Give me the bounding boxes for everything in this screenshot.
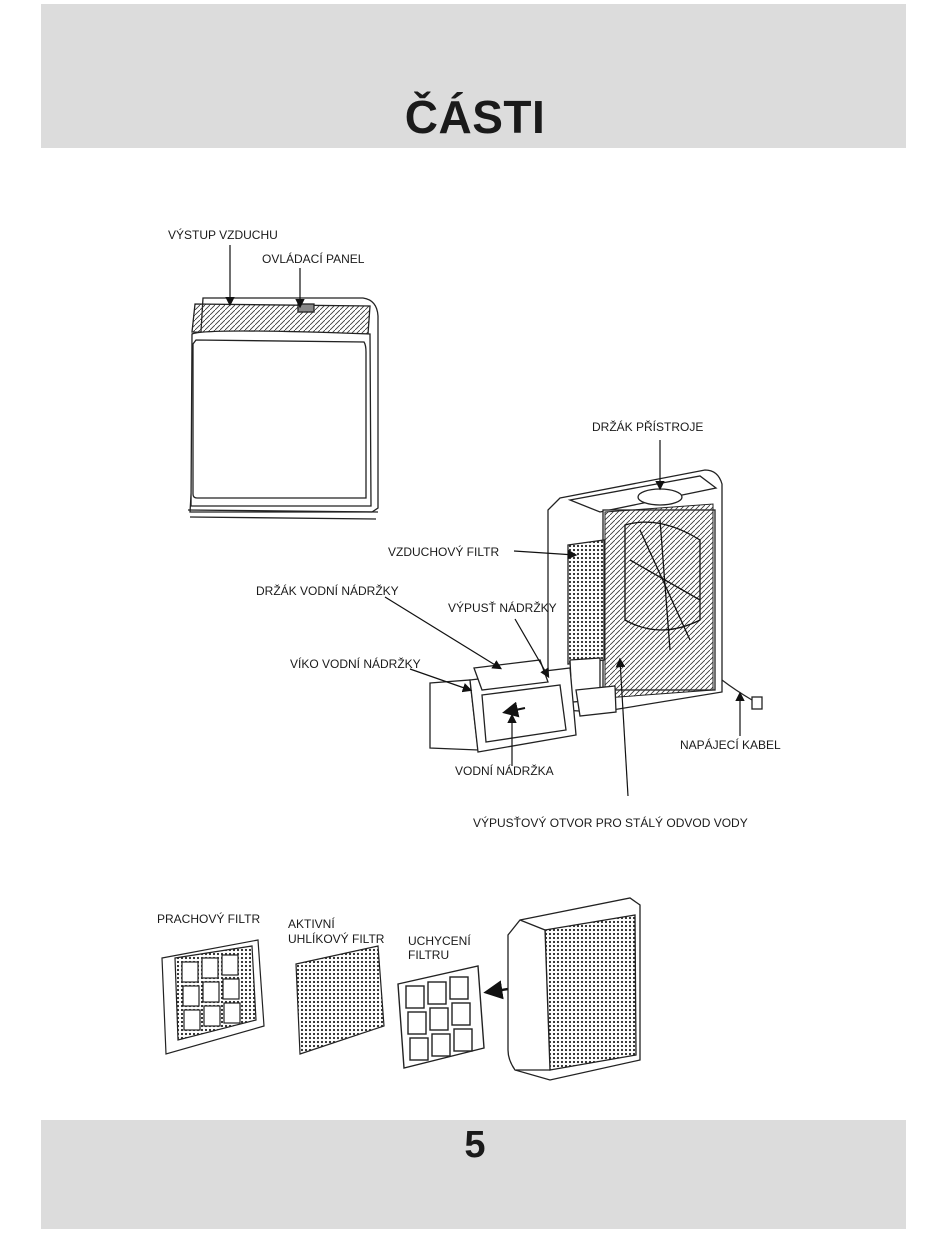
label-carbon-filter-line2: UHLÍKOVÝ FILTR bbox=[288, 932, 384, 946]
label-carbon-filter-line1: AKTIVNÍ bbox=[288, 917, 335, 931]
label-drain-hole: VÝPUSŤOVÝ OTVOR PRO STÁLÝ ODVOD VODY bbox=[473, 816, 748, 830]
label-air-filter: VZDUCHOVÝ FILTR bbox=[388, 545, 499, 559]
carbon-filter-drawing bbox=[296, 946, 384, 1054]
label-filter-holder-line1: UCHYCENÍ bbox=[408, 934, 471, 948]
label-filter-holder-line2: FILTRU bbox=[408, 948, 449, 962]
unit-back-small bbox=[508, 898, 640, 1080]
label-tank-outlet: VÝPUSŤ NÁDRŽKY bbox=[448, 601, 557, 615]
label-air-outlet: VÝSTUP VZDUCHU bbox=[168, 228, 278, 242]
label-water-tank: VODNÍ NÁDRŽKA bbox=[455, 764, 554, 778]
unit-front-view bbox=[188, 298, 378, 519]
label-tank-handle: DRŽÁK VODNÍ NÁDRŽKY bbox=[256, 584, 399, 598]
label-power-cord: NAPÁJECÍ KABEL bbox=[680, 738, 781, 752]
label-control-panel: OVLÁDACÍ PANEL bbox=[262, 252, 364, 266]
label-dust-filter: PRACHOVÝ FILTR bbox=[157, 912, 260, 926]
dust-filter-drawing bbox=[162, 940, 264, 1054]
label-unit-handle: DRŽÁK PŘÍSTROJE bbox=[592, 420, 703, 434]
label-tank-lid: VÍKO VODNÍ NÁDRŽKY bbox=[290, 657, 421, 671]
filter-holder-drawing bbox=[398, 966, 484, 1068]
